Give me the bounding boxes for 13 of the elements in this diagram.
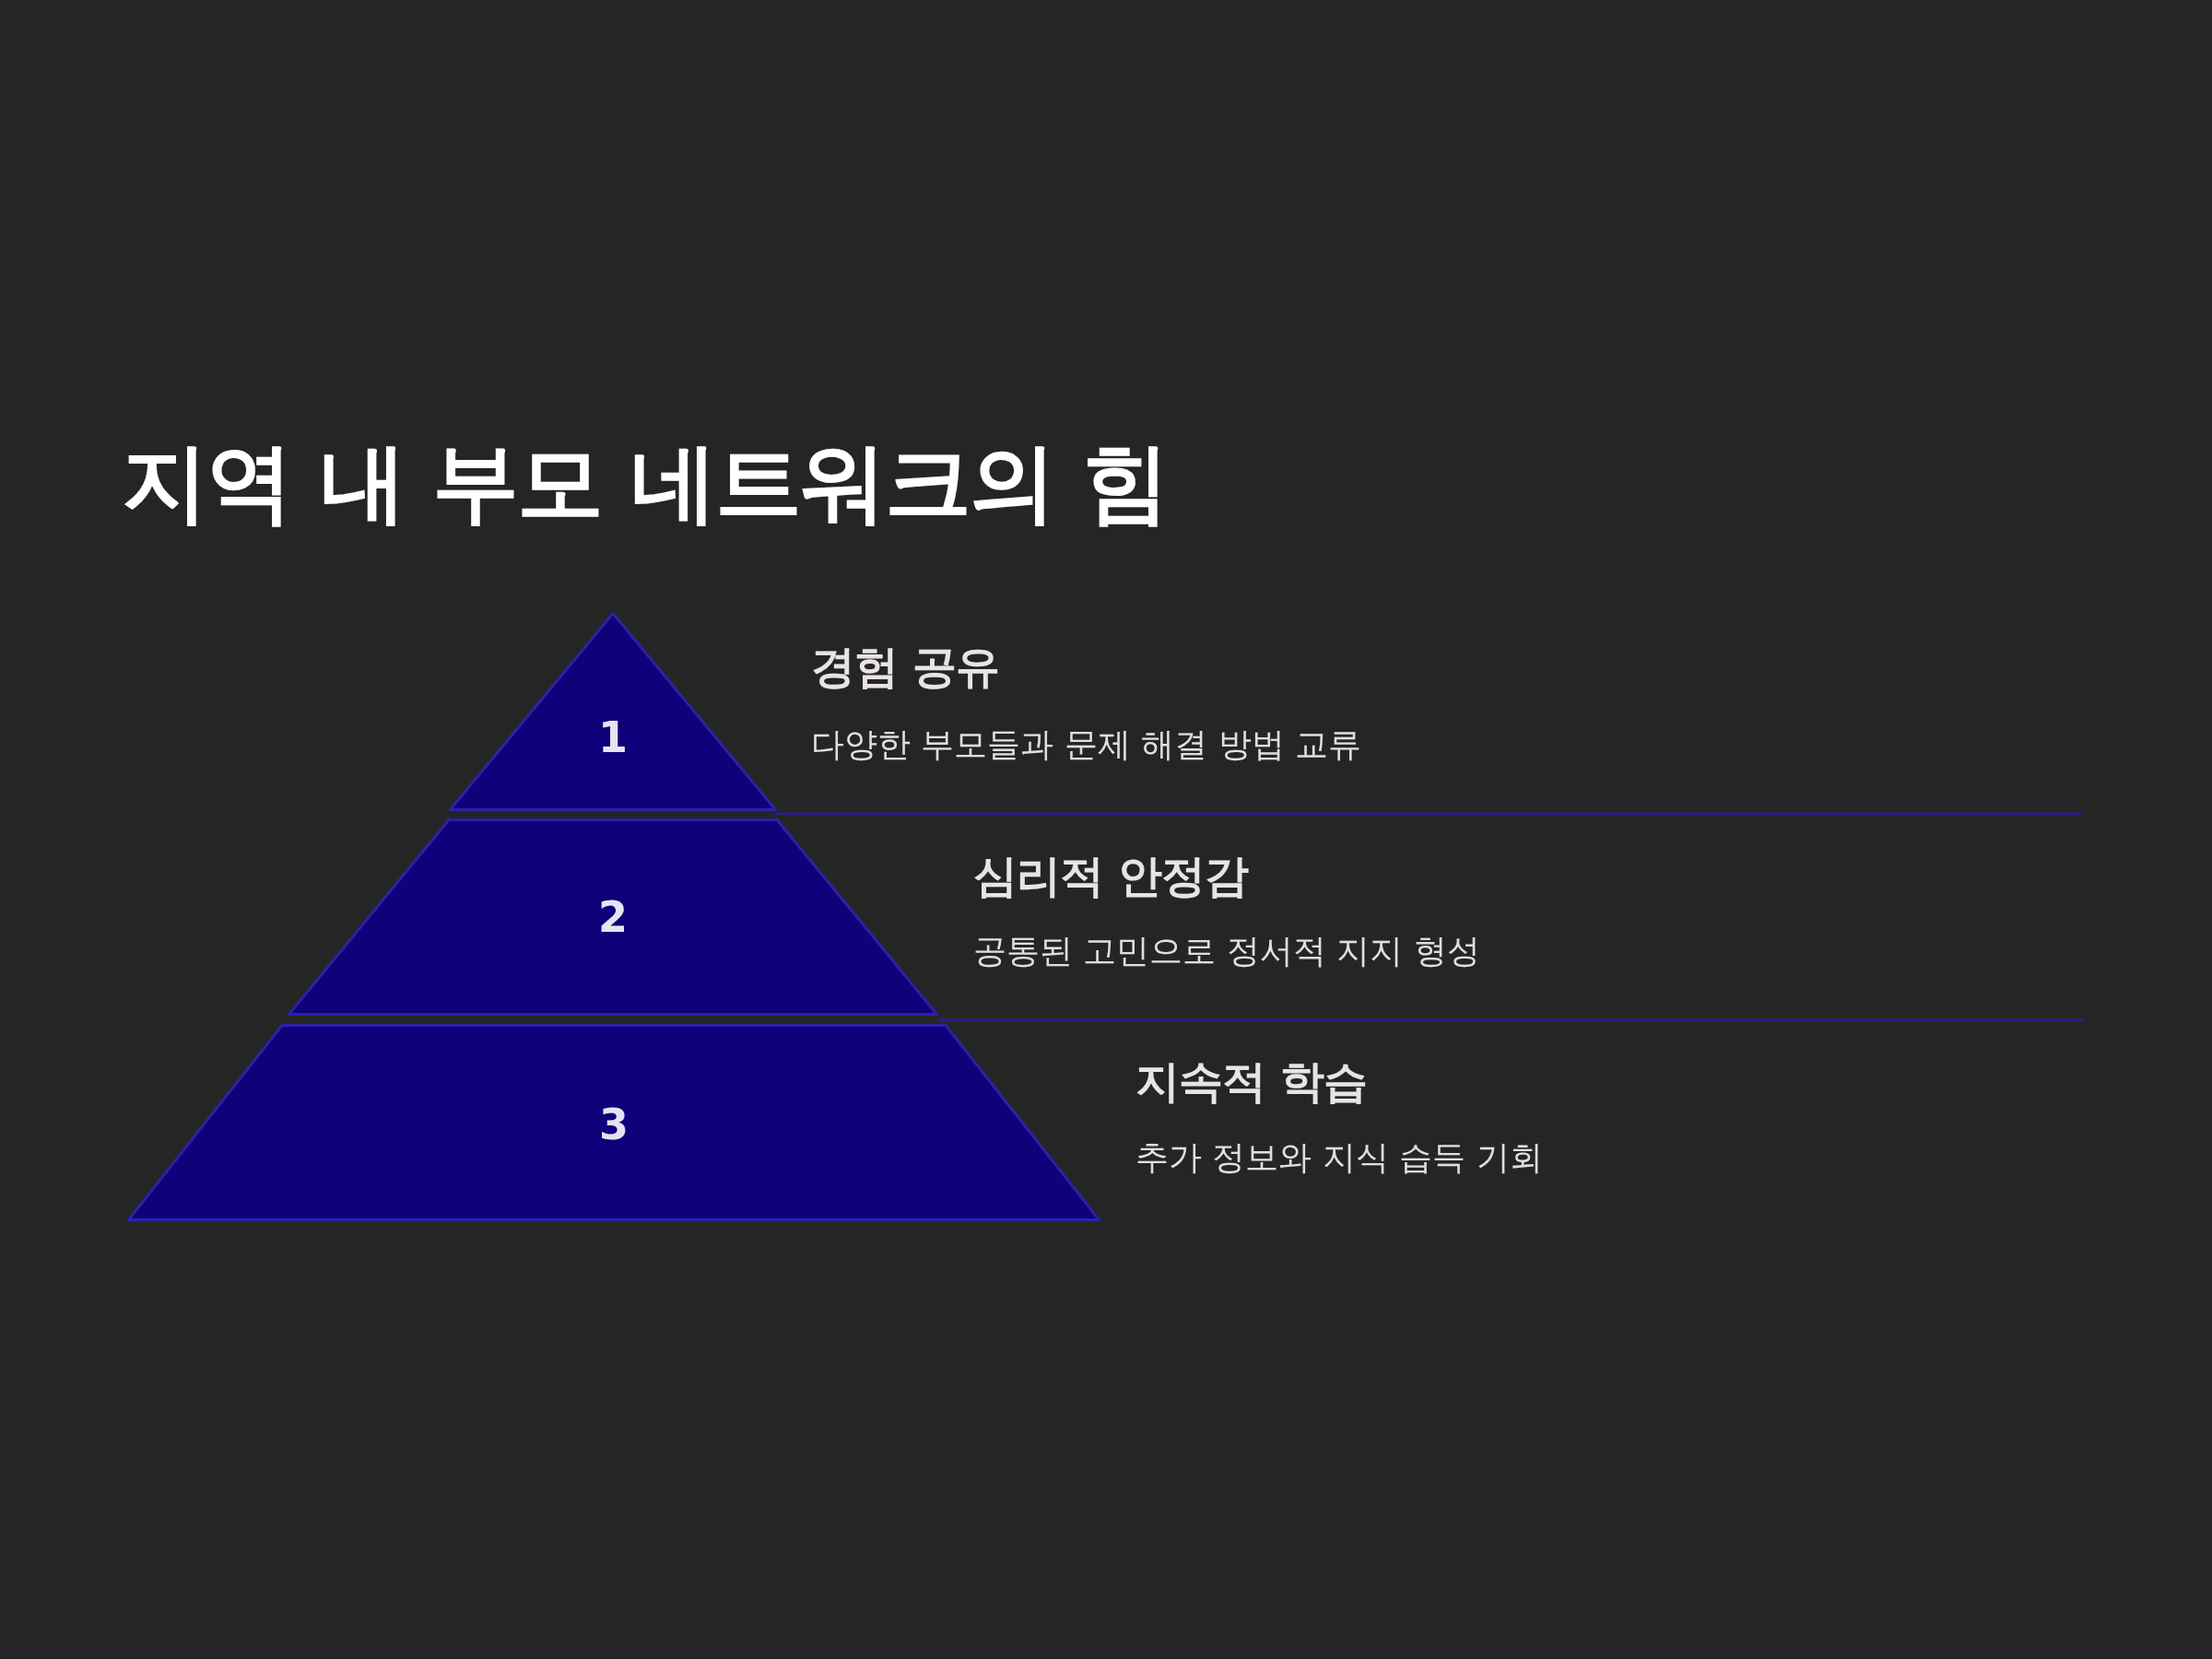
level-heading: 경험 공유 <box>811 641 999 694</box>
level-description: 다양한 부모들과 문제 해결 방법 교류 <box>811 724 1362 765</box>
level-heading: 심리적 안정감 <box>973 850 1248 903</box>
pyramid-top-level <box>449 612 777 811</box>
level-description: 추가 정보와 지식 습득 기회 <box>1135 1137 1543 1178</box>
pyramid-level <box>127 1024 1100 1221</box>
level-number: 2 <box>598 896 628 938</box>
level-number: 1 <box>598 716 628 759</box>
level-heading: 지속적 학습 <box>1135 1055 1367 1109</box>
level-description: 공통된 고민으로 정서적 지지 형성 <box>973 931 1480 971</box>
pyramid-level <box>288 818 938 1016</box>
level-number: 3 <box>599 1103 629 1146</box>
slide-title: 지역 내 부모 네트워크의 힘 <box>122 433 1168 534</box>
